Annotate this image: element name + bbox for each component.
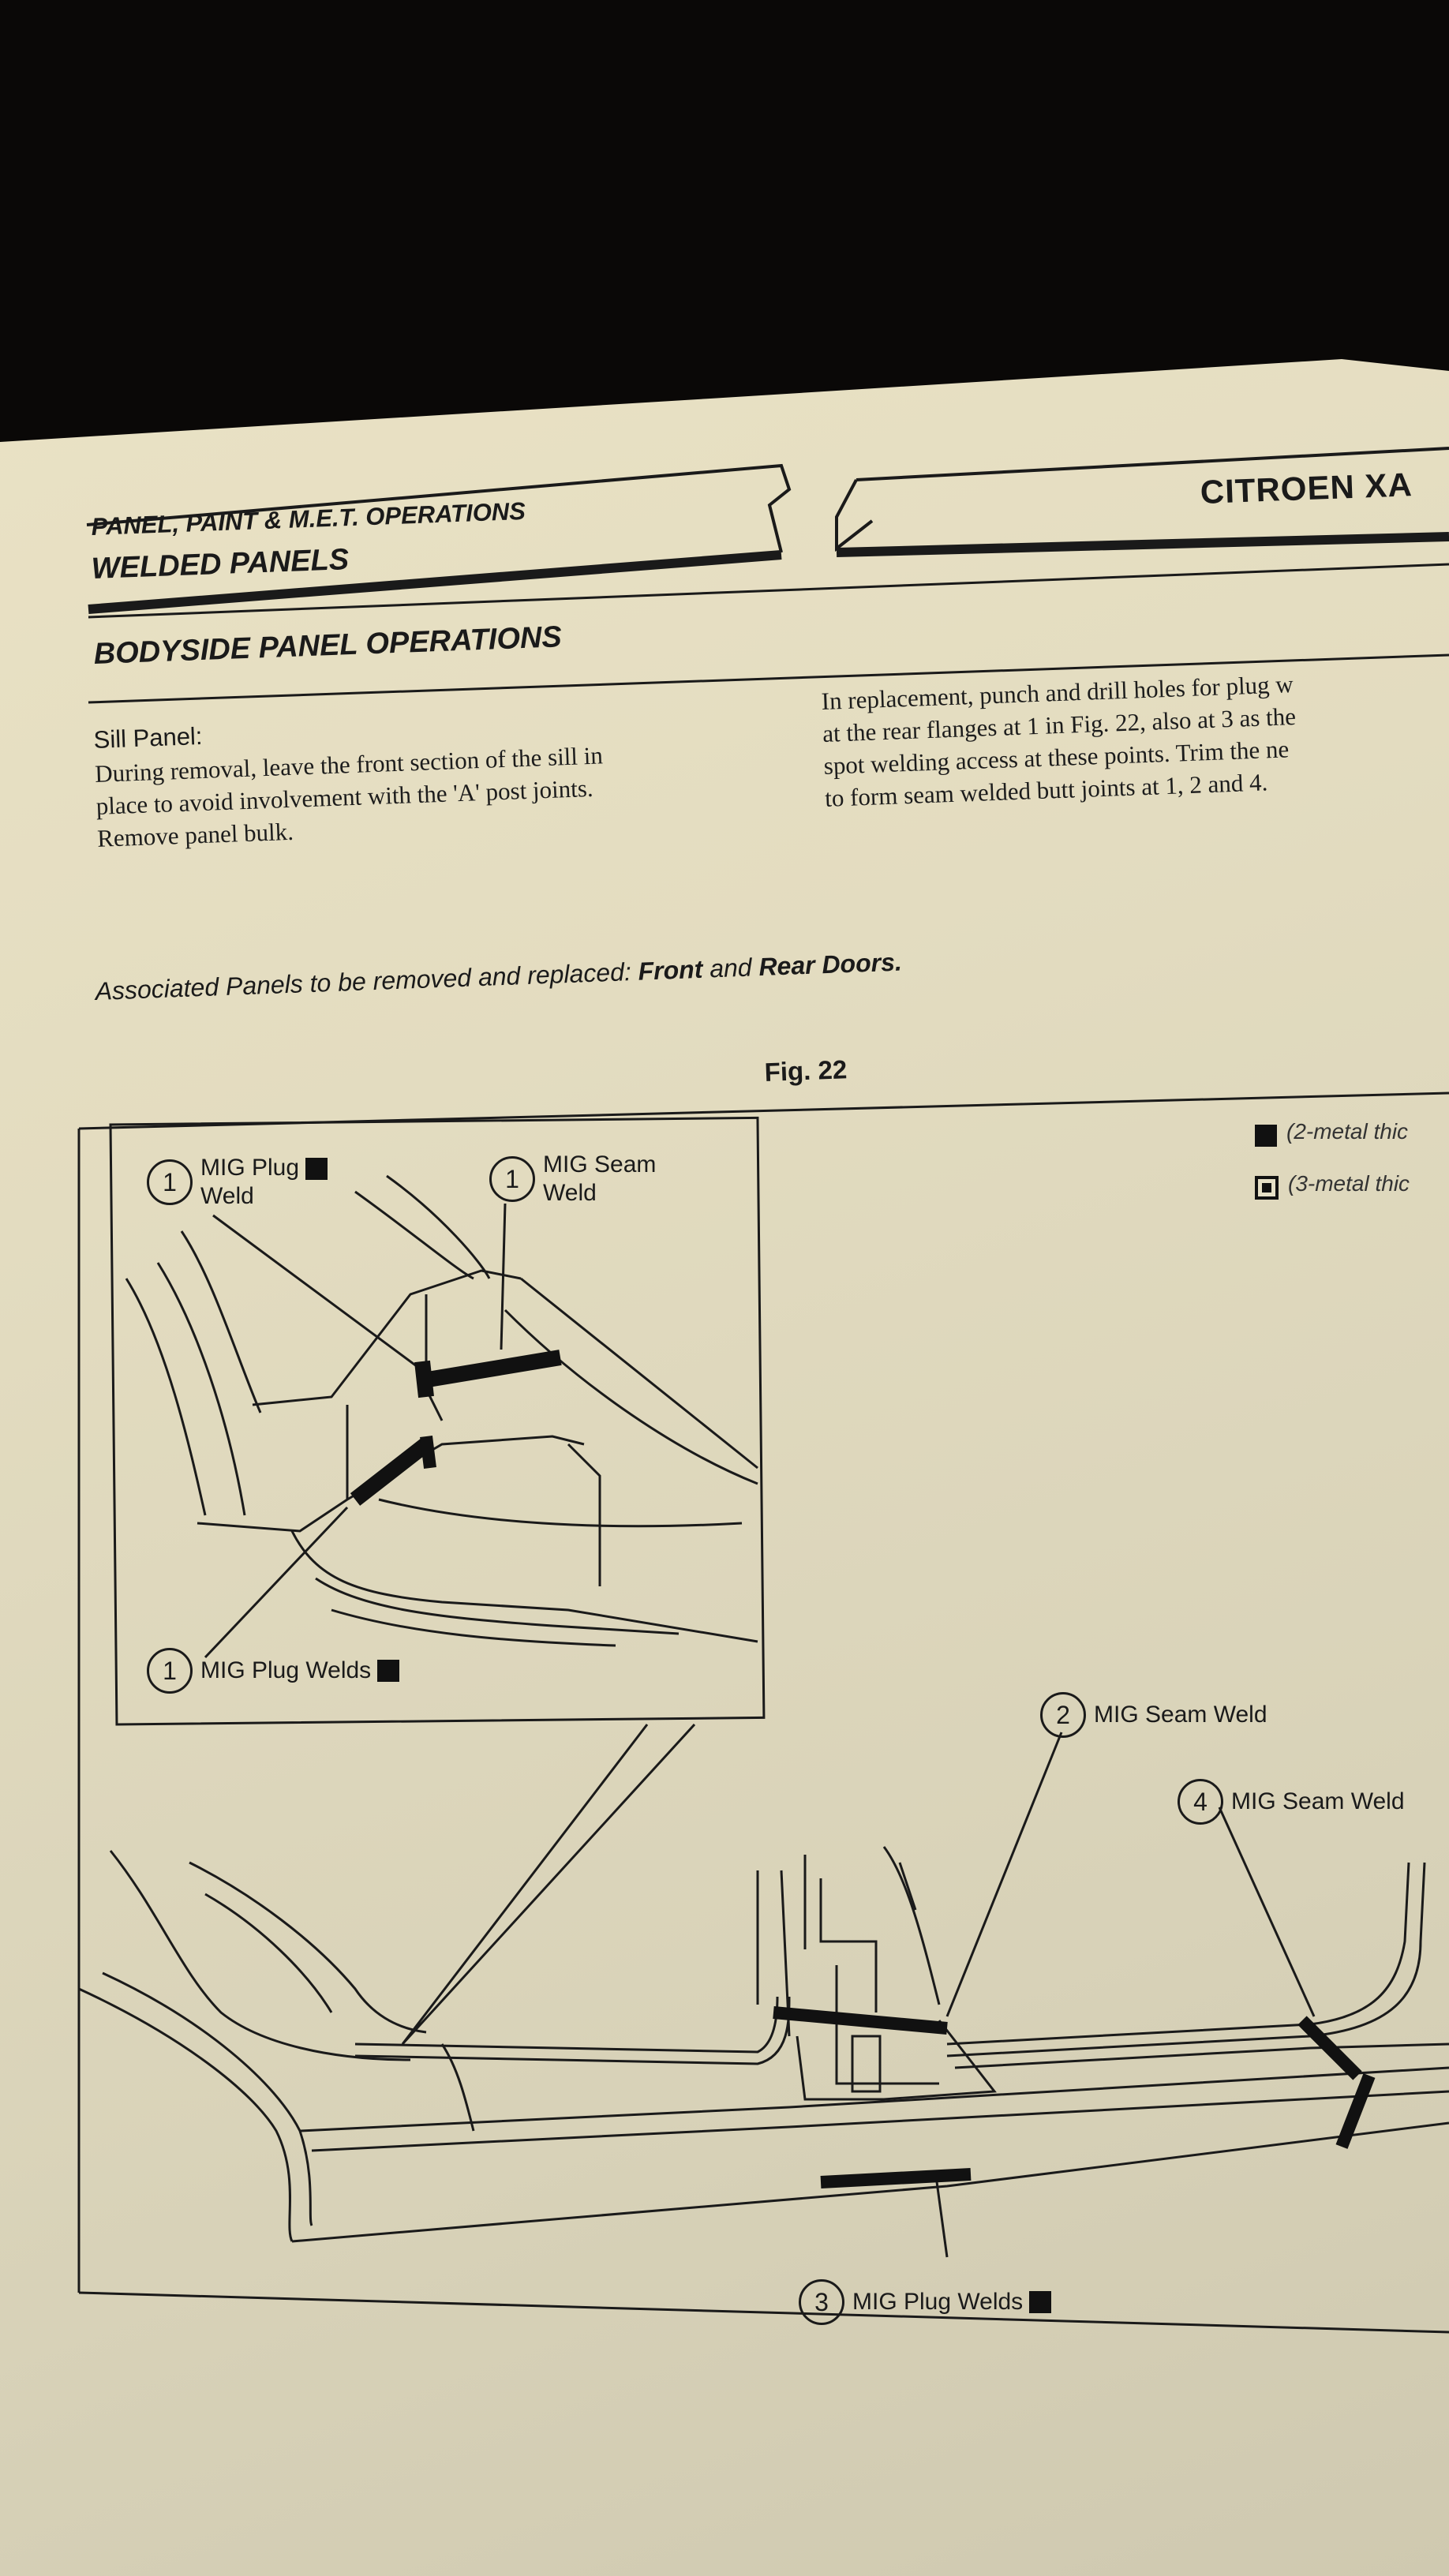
number-circle: 1: [147, 1159, 193, 1205]
number-circle: 1: [147, 1648, 193, 1694]
solid-square-icon: [377, 1660, 400, 1682]
number-circle: 3: [799, 2279, 844, 2325]
solid-square-icon: [1029, 2291, 1052, 2313]
solid-square-icon: [1255, 1124, 1277, 1147]
legend-item-3-metal: (3-metal thic: [1255, 1171, 1410, 1200]
legend-item-2-metal: (2-metal thic: [1255, 1119, 1408, 1147]
solid-square-icon: [305, 1158, 328, 1181]
hollow-square-icon: [1255, 1175, 1279, 1200]
number-circle: 4: [1178, 1779, 1223, 1825]
number-circle: 1: [489, 1156, 535, 1202]
number-circle: 2: [1040, 1692, 1086, 1738]
